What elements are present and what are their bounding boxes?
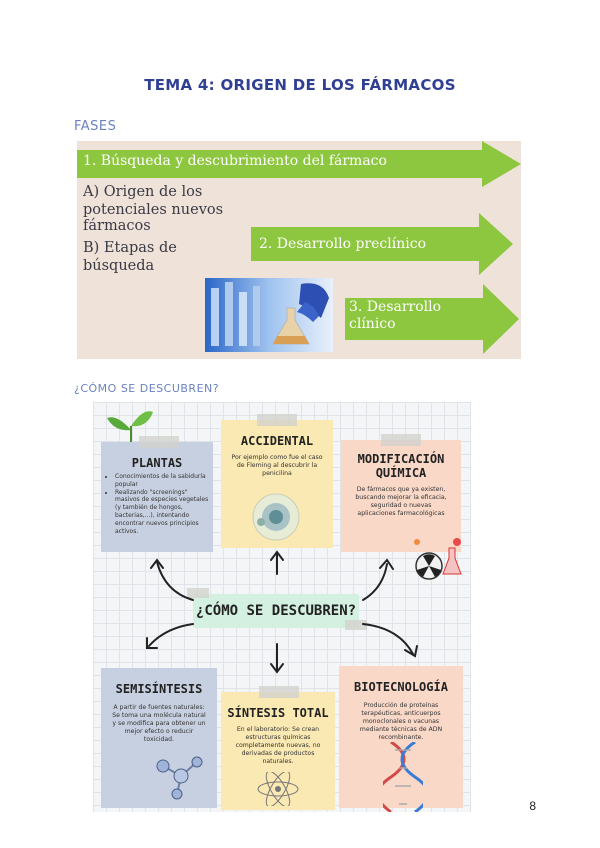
tape: [257, 414, 297, 426]
dna-icon: [383, 742, 423, 812]
phase-1-arrow: 1. Búsqueda y descubrimiento del fármaco: [77, 141, 521, 187]
sintesis-card: SÍNTESIS TOTAL En el laboratorio: Se cre…: [221, 686, 335, 810]
center-title: ¿CÓMO SE DESCUBREN?: [195, 603, 357, 619]
semisintesis-text: A partir de fuentes naturales: Se toma u…: [112, 704, 206, 743]
phase-3-line-1: 3. Desarrollo: [349, 299, 442, 315]
semisintesis-card: SEMISÍNTESIS A partir de fuentes natural…: [101, 668, 217, 808]
tape: [259, 686, 299, 698]
accidental-text: Por ejemplo como fue el caso de Fleming …: [231, 454, 323, 477]
stages-line-1: B) Etapas de: [83, 240, 177, 256]
sintesis-title: SÍNTESIS TOTAL: [227, 706, 329, 720]
sintesis-text: En el laboratorio: Se crean estructuras …: [235, 726, 321, 765]
tape: [187, 588, 209, 598]
center-banner: ¿CÓMO SE DESCUBREN?: [187, 588, 367, 630]
origin-line-3: fármacos: [83, 218, 151, 234]
phase-3-arrow: 3. Desarrollo clínico: [345, 284, 519, 354]
page-title: TEMA 4: ORIGEN DE LOS FÁRMACOS: [144, 76, 456, 94]
laboratory-image: [205, 278, 333, 352]
origin-line-1: A) Origen de los: [83, 184, 203, 200]
fases-heading: FASES: [74, 119, 117, 134]
plantas-title: PLANTAS: [131, 456, 183, 470]
biotecnologia-card: BIOTECNOLOGÍA Producción de proteínas te…: [339, 666, 463, 808]
atom-icon: [257, 772, 299, 806]
chemistry-icon: [414, 538, 462, 580]
tape: [345, 620, 367, 630]
origin-text: A) Origen de los potenciales nuevos fárm…: [83, 183, 223, 235]
page-number: 8: [529, 799, 536, 813]
plantas-item: Realizando "screenings" masivos de espec…: [115, 489, 213, 536]
modificacion-text: De fármacos que ya existen, buscando mej…: [355, 486, 447, 517]
molecule-icon: [156, 756, 203, 800]
petri-dish-icon: [252, 493, 300, 541]
accidental-title: ACCIDENTAL: [240, 434, 314, 448]
plantas-card: PLANTAS Conocimientos de la sabiduría po…: [101, 436, 213, 552]
modificacion-title-2: QUÍMICA: [375, 466, 427, 480]
tape: [381, 434, 421, 446]
stages-text: B) Etapas de búsqueda: [83, 239, 177, 275]
phase-1-label: 1. Búsqueda y descubrimiento del fármaco: [83, 153, 387, 169]
tape: [139, 436, 179, 448]
origin-line-2: potenciales nuevos: [83, 202, 224, 218]
biotecnologia-text: Producción de proteínas terapéuticas, an…: [359, 702, 443, 741]
phase-3-label: 3. Desarrollo clínico: [349, 299, 441, 333]
accidental-card: ACCIDENTAL Por ejemplo como fue el caso …: [221, 414, 333, 548]
phase-2-arrow: 2. Desarrollo preclínico: [251, 213, 513, 275]
phase-2-label: 2. Desarrollo preclínico: [259, 236, 426, 252]
plantas-list: Conocimientos de la sabiduría popular Re…: [101, 473, 213, 535]
phases-diagram: 1. Búsqueda y descubrimiento del fármaco…: [77, 141, 521, 359]
como-heading: ¿CÓMO SE DESCUBREN?: [74, 382, 220, 395]
phase-3-line-2: clínico: [349, 316, 396, 332]
stages-line-2: búsqueda: [83, 258, 155, 274]
plantas-item: Conocimientos de la sabiduría popular: [115, 473, 213, 489]
connector-arrows: [146, 550, 418, 674]
semisintesis-title: SEMISÍNTESIS: [115, 682, 203, 696]
biotecnologia-title: BIOTECNOLOGÍA: [354, 680, 448, 694]
modificacion-title-1: MODIFICACIÓN: [357, 452, 445, 466]
modificacion-card: MODIFICACIÓN QUÍMICA De fármacos que ya …: [341, 434, 461, 552]
modificacion-title: MODIFICACIÓN QUÍMICA: [341, 452, 461, 480]
infographic: PLANTAS Conocimientos de la sabiduría po…: [93, 402, 471, 812]
